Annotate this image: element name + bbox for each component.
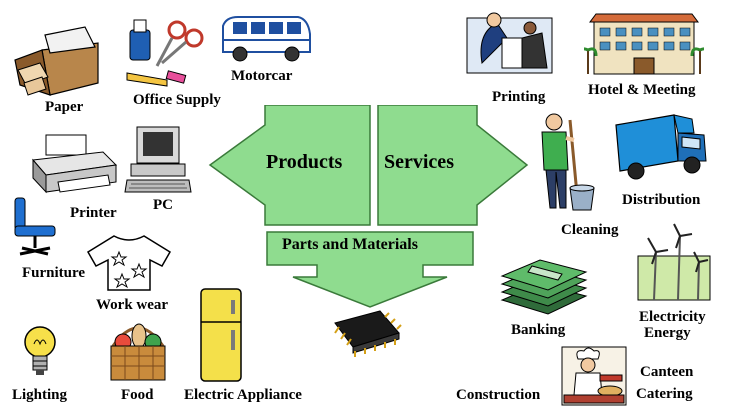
- canteen-label: Canteen: [640, 364, 694, 380]
- motorcar-label: Motorcar: [231, 68, 293, 84]
- office-chair-icon: [14, 197, 56, 256]
- office-supply-icon: [126, 19, 204, 87]
- products-label: Products: [266, 151, 343, 173]
- pc-icon: [124, 126, 192, 193]
- delivery-truck-icon: [615, 114, 707, 180]
- work-wear-sweater-icon: [86, 235, 172, 291]
- printing-label: Printing: [492, 89, 546, 105]
- paper-label: Paper: [45, 99, 84, 115]
- wind-turbines-icon: [637, 223, 711, 301]
- printing-press-icon: [466, 12, 553, 74]
- hotel-meeting-label: Hotel & Meeting: [588, 82, 696, 98]
- parts-materials-label: Parts and Materials: [282, 236, 418, 253]
- printer-label: Printer: [70, 205, 117, 221]
- chef-catering-icon: [561, 346, 627, 406]
- electric-appliance-label: Electric Appliance: [184, 387, 302, 403]
- construction-label: Construction: [456, 387, 541, 403]
- light-bulb-icon: [24, 326, 56, 375]
- furniture-label: Furniture: [22, 265, 86, 281]
- printer-icon: [32, 134, 118, 194]
- services-label: Services: [384, 151, 454, 173]
- office-supply-label: Office Supply: [133, 92, 221, 108]
- cleaning-person-icon: [541, 113, 595, 211]
- microchip-icon: [334, 310, 402, 357]
- services-arrow: [377, 105, 529, 226]
- distribution-label: Distribution: [622, 192, 701, 208]
- food-basket-icon: [110, 323, 166, 381]
- refrigerator-icon: [200, 288, 242, 382]
- electricity-label: Electricity: [639, 309, 706, 325]
- energy-label-visible: Energy: [644, 325, 691, 341]
- food-label: Food: [121, 387, 154, 403]
- cleaning-label: Cleaning: [561, 222, 619, 238]
- motorcar-icon: [222, 16, 311, 62]
- products-services-arrows: [208, 105, 529, 308]
- hotel-building-icon: [584, 13, 704, 75]
- parts-arrow: [266, 231, 474, 308]
- banking-label: Banking: [511, 322, 566, 338]
- catering-label: Catering: [636, 386, 693, 402]
- paper-box-icon: [14, 26, 99, 96]
- pc-label: PC: [153, 197, 173, 213]
- lighting-label: Lighting: [12, 387, 68, 403]
- products-arrow: [208, 105, 371, 226]
- money-stack-icon: [500, 259, 588, 315]
- work-wear-label: Work wear: [96, 297, 169, 313]
